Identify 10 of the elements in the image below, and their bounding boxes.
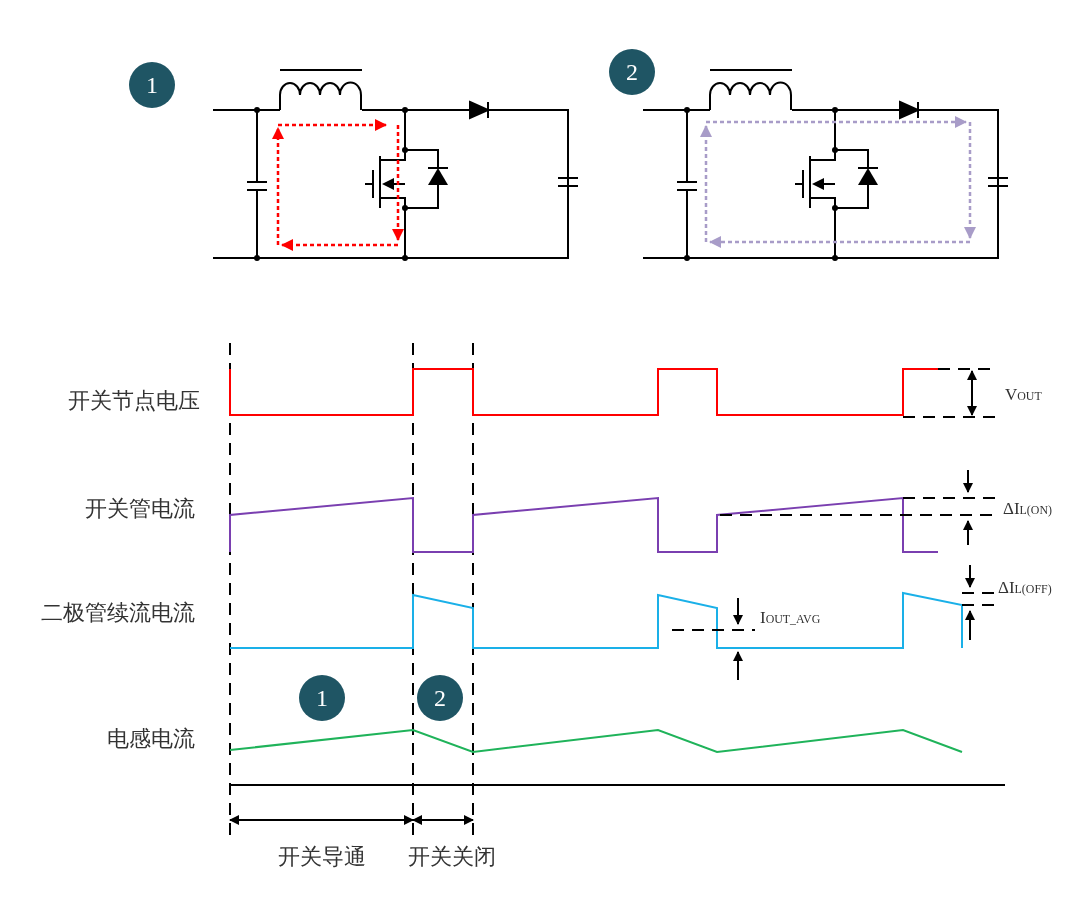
row-label: 电感电流 — [107, 726, 195, 751]
step-number: 2 — [609, 49, 655, 95]
step-number: 1 — [299, 675, 345, 721]
phase-label: 开关关闭 — [408, 844, 496, 869]
row-label: 开关管电流 — [85, 496, 195, 521]
step-number: 1 — [129, 62, 175, 108]
row-label: 开关节点电压 — [68, 388, 200, 413]
phase-label: 开关导通 — [278, 844, 366, 869]
row-label: 二极管续流电流 — [41, 600, 195, 625]
step-number: 2 — [417, 675, 463, 721]
